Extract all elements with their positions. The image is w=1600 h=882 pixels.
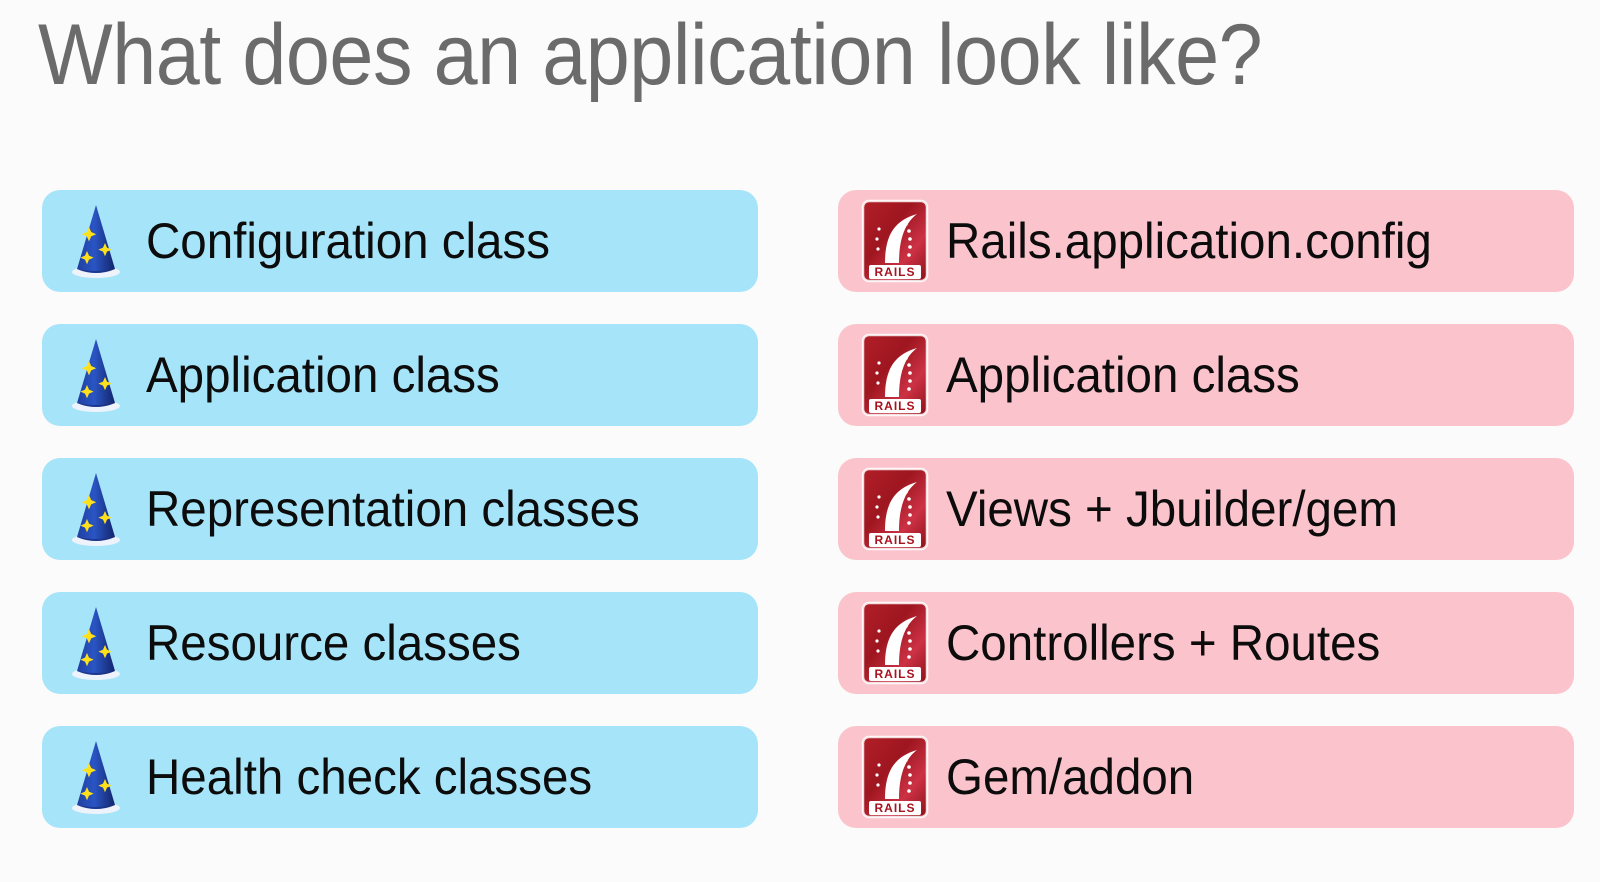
list-item-label: Views + Jbuilder/gem bbox=[946, 481, 1398, 537]
list-item[interactable]: Health check classes bbox=[42, 726, 758, 828]
svg-text:RAILS: RAILS bbox=[875, 265, 916, 279]
list-item-label: Application class bbox=[146, 347, 500, 403]
list-item[interactable]: RAILS Rails.application.config bbox=[838, 190, 1574, 292]
svg-text:RAILS: RAILS bbox=[875, 801, 916, 815]
list-item-label: Health check classes bbox=[146, 749, 593, 805]
rails-logo-icon: RAILS bbox=[856, 601, 934, 685]
svg-text:RAILS: RAILS bbox=[875, 667, 916, 681]
svg-text:RAILS: RAILS bbox=[875, 533, 916, 547]
rails-logo-icon: RAILS bbox=[856, 735, 934, 819]
wizard-hat-icon bbox=[60, 199, 132, 283]
list-item-label: Rails.application.config bbox=[946, 213, 1432, 269]
list-item[interactable]: Resource classes bbox=[42, 592, 758, 694]
wizard-hat-icon bbox=[60, 735, 132, 819]
list-item[interactable]: RAILS Controllers + Routes bbox=[838, 592, 1574, 694]
list-item-label: Application class bbox=[946, 347, 1300, 403]
list-item-label: Controllers + Routes bbox=[946, 615, 1381, 671]
list-item[interactable]: Configuration class bbox=[42, 190, 758, 292]
list-item-label: Configuration class bbox=[146, 213, 550, 269]
svg-text:RAILS: RAILS bbox=[875, 399, 916, 413]
list-item[interactable]: RAILS Gem/addon bbox=[838, 726, 1574, 828]
list-item[interactable]: RAILS Views + Jbuilder/gem bbox=[838, 458, 1574, 560]
column-right: RAILS Rails.application.config bbox=[838, 190, 1574, 860]
list-item[interactable]: Application class bbox=[42, 324, 758, 426]
column-left: Configuration class Application class bbox=[42, 190, 758, 860]
list-item[interactable]: RAILS Application class bbox=[838, 324, 1574, 426]
wizard-hat-icon bbox=[60, 601, 132, 685]
rails-logo-icon: RAILS bbox=[856, 333, 934, 417]
list-item-label: Gem/addon bbox=[946, 749, 1195, 805]
wizard-hat-icon bbox=[60, 333, 132, 417]
page-title: What does an application look like? bbox=[38, 7, 1263, 103]
rails-logo-icon: RAILS bbox=[856, 467, 934, 551]
list-item-label: Resource classes bbox=[146, 615, 521, 671]
wizard-hat-icon bbox=[60, 467, 132, 551]
list-item[interactable]: Representation classes bbox=[42, 458, 758, 560]
rails-logo-icon: RAILS bbox=[856, 199, 934, 283]
list-item-label: Representation classes bbox=[146, 481, 640, 537]
